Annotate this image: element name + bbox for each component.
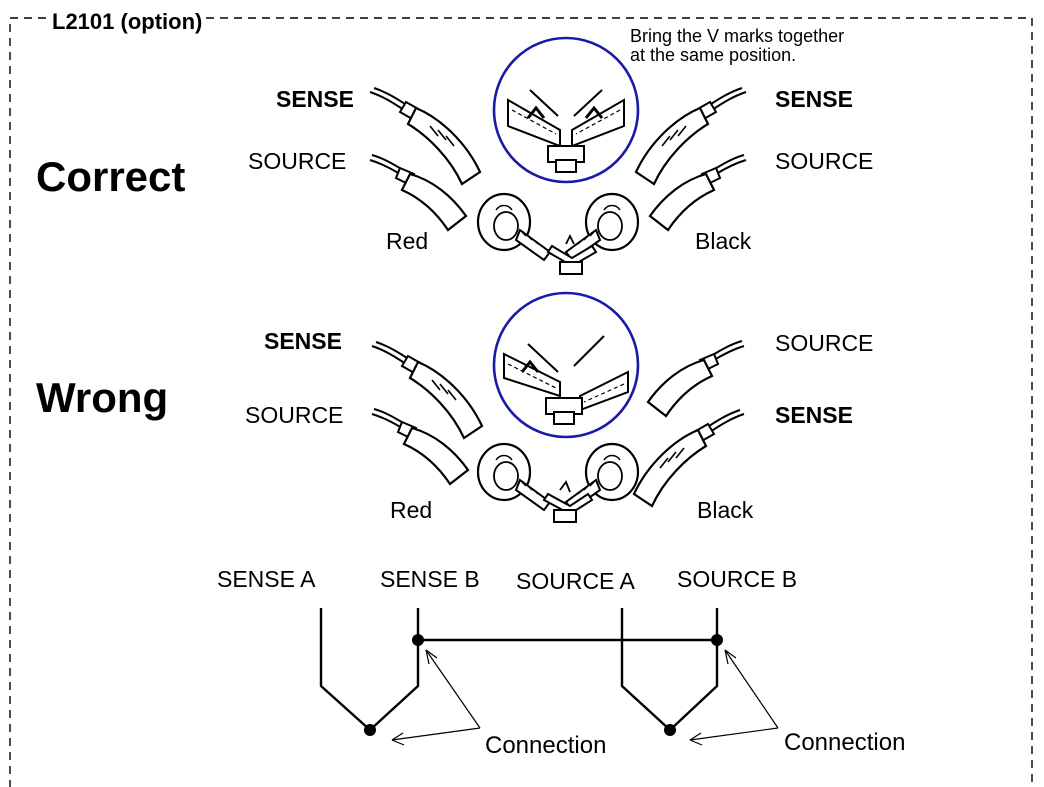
junction-dot bbox=[364, 724, 376, 736]
wrong-left-sense-label: SENSE bbox=[264, 328, 342, 354]
probe-pair-wrong bbox=[370, 339, 746, 523]
terminal-label-source-b: SOURCE B bbox=[677, 566, 798, 592]
magnifier-correct bbox=[492, 36, 640, 184]
terminal-label-sense-a: SENSE A bbox=[217, 566, 316, 592]
connection-dots bbox=[364, 634, 723, 736]
correct-black-label: Black bbox=[695, 228, 752, 254]
instruction-line-1: Bring the V marks together bbox=[630, 26, 845, 46]
wrong-red-label: Red bbox=[390, 497, 433, 523]
wrong-left-source-label: SOURCE bbox=[245, 402, 344, 428]
correct-left-sense-label: SENSE bbox=[276, 86, 354, 112]
connection-leader-left bbox=[391, 649, 481, 746]
wrong-black-label: Black bbox=[697, 497, 754, 523]
junction-dot bbox=[664, 724, 676, 736]
correct-left-source-label: SOURCE bbox=[248, 148, 347, 174]
instruction-note: Bring the V marks together at the same p… bbox=[630, 27, 844, 65]
junction-dot bbox=[711, 634, 723, 646]
wrong-heading: Wrong bbox=[36, 374, 169, 421]
wrong-right-source-label: SOURCE bbox=[775, 330, 874, 356]
terminal-label-source-a: SOURCE A bbox=[516, 568, 635, 594]
terminal-label-sense-b: SENSE B bbox=[380, 566, 480, 592]
connection-label-left: Connection bbox=[485, 732, 607, 759]
probe-pair-correct bbox=[368, 86, 748, 275]
correct-right-sense-label: SENSE bbox=[775, 86, 853, 112]
correct-right-source-label: SOURCE bbox=[775, 148, 874, 174]
correct-red-label: Red bbox=[386, 228, 429, 254]
instruction-line-2: at the same position. bbox=[630, 44, 797, 65]
wiring-diagram bbox=[319, 608, 719, 732]
connection-leader-right bbox=[689, 649, 779, 746]
wrong-right-sense-label: SENSE bbox=[775, 402, 853, 428]
frame-title: L2101 (option) bbox=[48, 11, 207, 33]
connection-label-right: Connection bbox=[784, 729, 906, 756]
correct-heading: Correct bbox=[36, 153, 186, 200]
magnifier-wrong bbox=[492, 291, 640, 439]
junction-dot bbox=[412, 634, 424, 646]
